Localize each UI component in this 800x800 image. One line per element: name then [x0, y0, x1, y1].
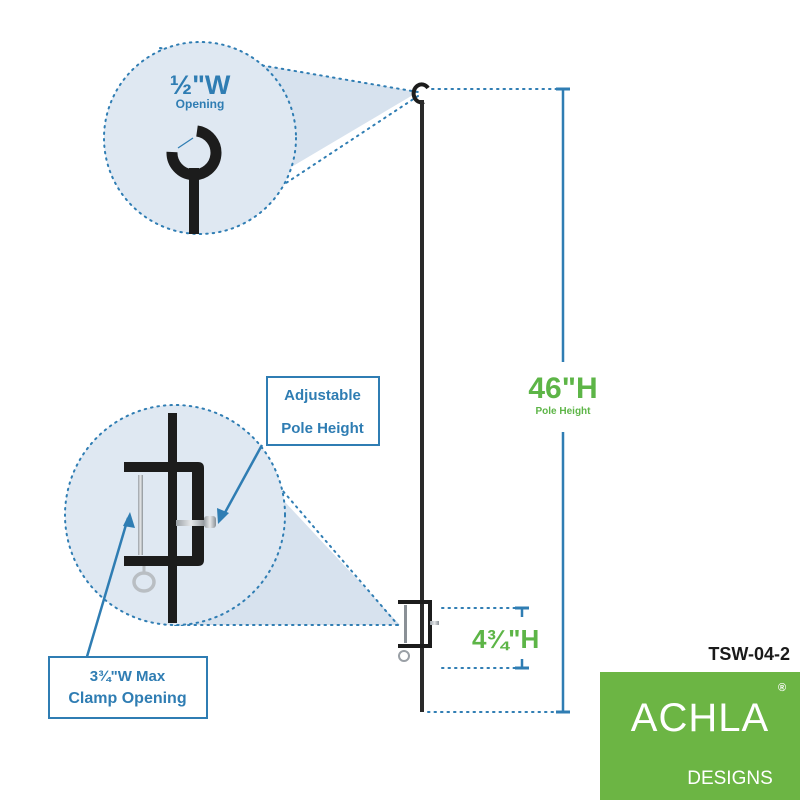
adjustable-line1: Adjustable — [284, 387, 361, 404]
pole-height-dimension — [427, 87, 570, 714]
registered-mark: ® — [778, 682, 787, 694]
hook-opening-value: ½"W — [169, 70, 231, 100]
clamp-opening-box: 3¾"W Max Clamp Opening — [48, 656, 208, 719]
clamp-height-value: 4¾"H — [472, 624, 540, 654]
adjustable-pole-height-box: Adjustable Pole Height — [266, 376, 380, 446]
pole-hook-icon — [411, 82, 430, 105]
brand-logo: ACHLA ® DESIGNS — [600, 672, 800, 800]
adjustable-line2: Pole Height — [281, 420, 364, 437]
clamp-height-dimension — [441, 606, 529, 670]
clamp-detail-icon — [124, 413, 216, 623]
brand-subtitle: DESIGNS — [687, 768, 773, 789]
pole-height-caption: Pole Height — [535, 406, 591, 417]
brand-name: ACHLA — [630, 696, 770, 740]
pole-height-value: 46"H — [528, 372, 598, 405]
adjustable-arrow — [217, 444, 264, 524]
hook-opening-caption: Opening — [175, 97, 225, 111]
clamp-zoom-callout — [64, 404, 400, 661]
clamp-opening-line1: 3¾"W Max — [89, 668, 166, 685]
clamp-opening-arrow — [84, 512, 135, 661]
hook-zoom-circle — [103, 41, 297, 235]
hook-zoom-callout — [103, 41, 419, 235]
model-number: TSW-04-2 — [708, 644, 790, 664]
hook-detail-icon — [166, 125, 222, 234]
clamp-opening-line2: Clamp Opening — [68, 690, 187, 707]
garden-pole — [398, 82, 439, 712]
